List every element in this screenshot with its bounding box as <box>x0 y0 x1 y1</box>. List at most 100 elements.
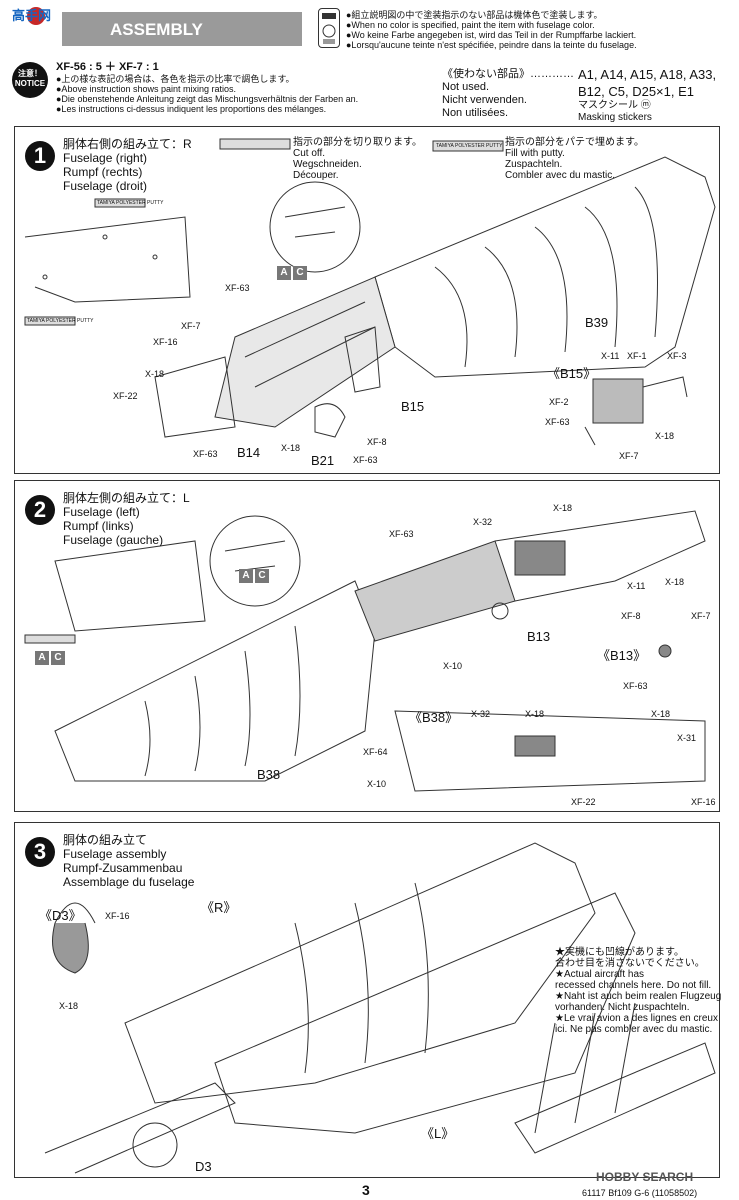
paint-xf63-b: XF-63 <box>193 449 218 459</box>
not-used-label-de: Nicht verwenden. <box>442 94 527 106</box>
logo-text: 高手网 <box>12 8 51 24</box>
putty-fr: Combler avec du mastic. <box>505 170 616 181</box>
marker-c: C <box>293 266 307 280</box>
paint-x10-b: X-10 <box>367 779 387 789</box>
step-3-title-fr: Assemblage du fuselage <box>63 875 195 889</box>
paint-x11-s2: X-11 <box>627 581 646 591</box>
paint-xf22-s2: XF-22 <box>571 797 596 807</box>
fuselage-left-drawing <box>24 510 706 792</box>
part-b39: B39 <box>585 315 609 330</box>
page-title: ASSEMBLY <box>110 20 203 39</box>
step-1-panel: 1 胴体右側の組み立て：R Fuselage (right) Rumpf (re… <box>14 126 720 474</box>
paint-xf63-d: XF-63 <box>545 417 570 427</box>
putty-tube-label-2: TAMIYA POLYESTER PUTTY <box>97 200 164 206</box>
step-1-title-jp: 胴体右側の組み立て：R <box>63 137 192 151</box>
paint-xf22: XF-22 <box>113 391 138 401</box>
marker-c-3: C <box>51 651 65 665</box>
paint-note-de: ●Wo keine Farbe angegeben ist, wird das … <box>346 30 637 40</box>
not-used-label-en: Not used. <box>442 81 490 93</box>
paint-note: ●組立説明図の中で塗装指示のない部品は機体色で塗装します。 ●When no c… <box>346 10 637 50</box>
part-b14: B14 <box>237 445 261 460</box>
l-label: 《L》 <box>421 1126 455 1141</box>
paint-xf7: XF-7 <box>181 321 201 331</box>
paint-xf63-c: XF-63 <box>353 455 378 465</box>
notice-badge: 注意！NOTICE <box>12 62 48 98</box>
site-logo: 高手网 <box>6 4 66 38</box>
mask-label-jp: マスクシール ⓜ <box>578 100 651 111</box>
step-2-title-de: Rumpf (links) <box>63 519 134 533</box>
not-used-parts: A1, A14, A15, A18, A33, B12, C5, D25×1, … <box>578 66 716 124</box>
part-b21: B21 <box>311 453 335 468</box>
step-3-title: 胴体の組み立て Fuselage assembly Rumpf-Zusammen… <box>63 833 194 889</box>
paint-xf64: XF-64 <box>363 747 388 757</box>
paint-x11: X-11 <box>601 351 620 361</box>
b13-detail-label: 《B13》 <box>597 648 647 663</box>
paint-xf8-s2: XF-8 <box>621 611 641 621</box>
channel-note: ★実機にも凹線があります。 合わせ目を消さないでください。 ★Actual ai… <box>555 947 721 1035</box>
part-b15: B15 <box>401 399 425 414</box>
step-3-title-jp: 胴体の組み立て <box>63 833 148 847</box>
step-2-title-jp: 胴体左側の組み立て：L <box>63 491 190 505</box>
not-used-parts-1: A1, A14, A15, A18, A33, <box>578 67 717 82</box>
note-fr-1: ★Le vrai avion a des lignes en creux <box>555 1013 718 1024</box>
paint-xf16: XF-16 <box>153 337 178 347</box>
note-jp-1: ★実機にも凹線があります。 <box>555 947 684 958</box>
r-label: 《R》 <box>201 900 237 915</box>
marker-a-3: A <box>35 651 49 665</box>
paint-xf8: XF-8 <box>367 437 387 447</box>
cut-instruction: 指示の部分を切り取ります。 Cut off. Wegschneiden. Déc… <box>293 137 422 181</box>
note-de-1: ★Naht ist auch beim realen Flugzeug <box>555 991 722 1002</box>
paint-x18: X-18 <box>145 369 165 379</box>
cut-en: Cut off. <box>293 148 326 159</box>
notice-jp: ●上の様な表記の場合は、各色を指示の比率で調色します。 <box>56 74 295 84</box>
step-2-number: 2 <box>25 495 55 525</box>
paint-note-en: ●When no color is specified, paint the i… <box>346 20 595 30</box>
putty-tube-label-3: TAMIYA POLYESTER PUTTY <box>27 318 94 324</box>
step-2-title: 胴体左側の組み立て：L Fuselage (left) Rumpf (links… <box>63 491 190 547</box>
step-1-drawing <box>24 138 716 446</box>
step-2-drawing <box>24 510 706 792</box>
step-3-drawing <box>44 842 716 1174</box>
marker-c-2: C <box>255 569 269 583</box>
putty-jp: 指示の部分をパテで埋めます。 <box>505 137 644 148</box>
part-b13: B13 <box>527 629 551 644</box>
paint-note-jp: ●組立説明図の中で塗装指示のない部品は機体色で塗装します。 <box>346 10 603 20</box>
note-jp-2: 合わせ目を消さないでください。 <box>555 958 705 969</box>
note-de-2: vorhanden. Nicht zuspachteln. <box>555 1002 690 1013</box>
b15-detail-label: 《B15》 <box>547 366 597 381</box>
paint-x18-s2: X-18 <box>553 503 573 513</box>
cut-de: Wegschneiden. <box>293 159 362 170</box>
step-2-panel: 2 胴体左側の組み立て：L Fuselage (left) Rumpf (lin… <box>14 480 720 812</box>
paint-jar-icon <box>318 8 340 48</box>
step-1-title: 胴体右側の組み立て：R Fuselage (right) Rumpf (rech… <box>63 137 192 193</box>
step-1-number: 1 <box>25 141 55 171</box>
cut-jp: 指示の部分を切り取ります。 <box>293 137 422 148</box>
part-d3: D3 <box>195 1159 212 1174</box>
watermark: HOBBY SEARCH <box>596 1170 694 1184</box>
paint-x18-d-s2: X-18 <box>651 709 671 719</box>
paint-xf16-s2: XF-16 <box>691 797 716 807</box>
putty-instruction: 指示の部分をパテで埋めます。 Fill with putty. Zuspacht… <box>505 137 644 181</box>
step-2-title-en: Fuselage (left) <box>63 505 140 519</box>
putty-tube-label-1: TAMIYA POLYESTER PUTTY <box>436 143 503 149</box>
not-used-label-jp: 《使わない部品》………… <box>442 68 574 80</box>
paint-x18-c-s2: X-18 <box>525 709 545 719</box>
paint-xf7-s2: XF-7 <box>691 611 711 621</box>
d3-detail-label: 《D3》 <box>39 908 82 923</box>
b38-detail-label: 《B38》 <box>409 710 459 725</box>
paint-x31: X-31 <box>677 733 697 743</box>
step-3-title-en: Fuselage assembly <box>63 847 167 861</box>
logo-icon: 高手网 <box>12 7 51 25</box>
notice-de: ●Die obenstehende Anleitung zeigt das Mi… <box>56 94 359 104</box>
paint-xf63-s2: XF-63 <box>389 529 414 539</box>
step-1-title-fr: Fuselage (droit) <box>63 179 148 193</box>
page-number: 3 <box>362 1182 370 1198</box>
paint-xf63-b-s2: XF-63 <box>623 681 648 691</box>
note-en-1: ★Actual aircraft has <box>555 969 644 980</box>
putty-en: Fill with putty. <box>505 148 565 159</box>
step-1-title-en: Fuselage (right) <box>63 151 148 165</box>
paint-x32: X-32 <box>473 517 493 527</box>
